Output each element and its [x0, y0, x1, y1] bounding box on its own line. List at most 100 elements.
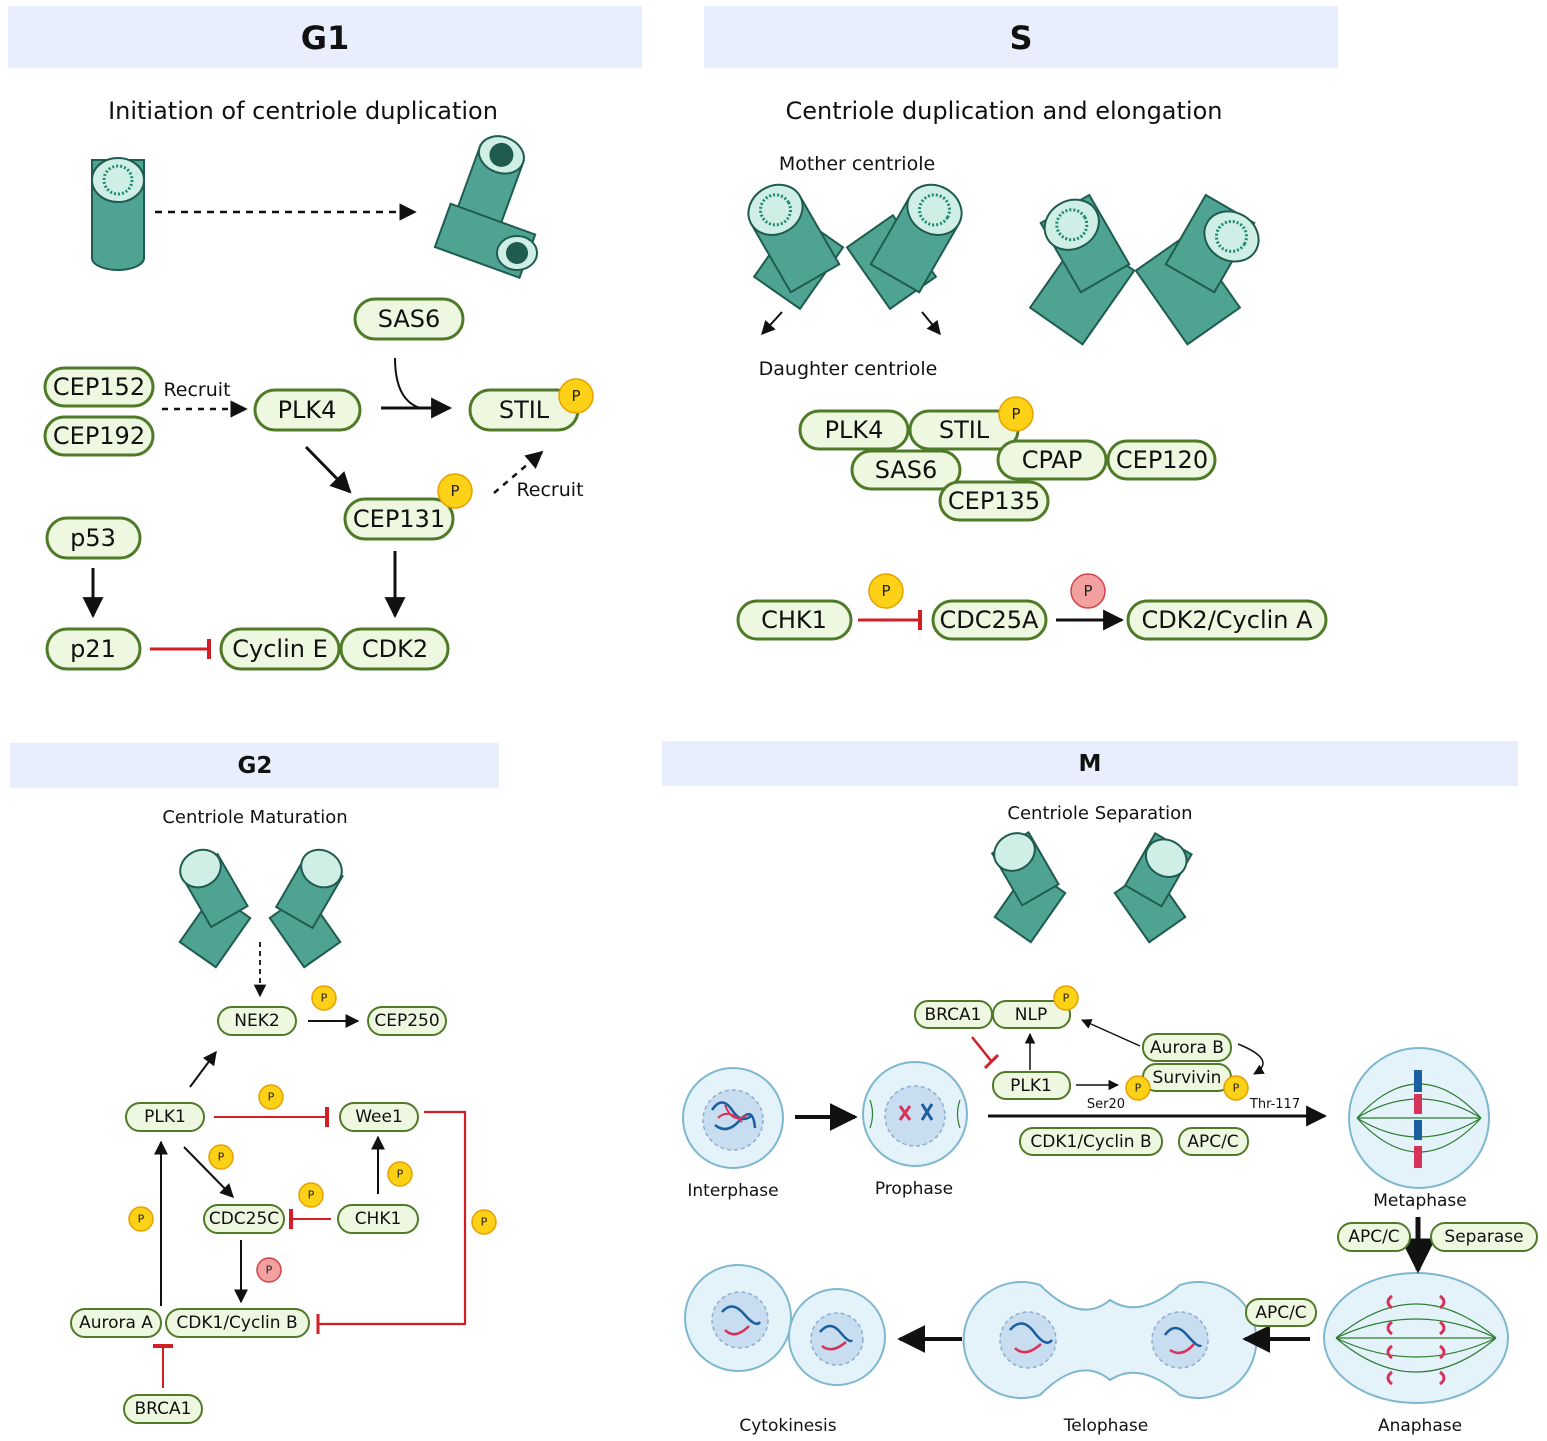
pill-m-apc-c-2-label: APC/C [1348, 1227, 1399, 1247]
pill-m-apc-c-2: APC/C [1337, 1222, 1411, 1252]
pill-s-chk1-label: CHK1 [761, 606, 827, 634]
pill-sas6: SAS6 [353, 297, 465, 341]
phospho-badge-cep131: P [437, 473, 473, 509]
phospho-badge-g2-wee1: P [258, 1084, 284, 1110]
pill-m-apc-c-1: APC/C [1178, 1127, 1249, 1156]
pill-m-cdk1-cyclin-b: CDK1/Cyclin B [1019, 1127, 1163, 1156]
recruit-label-1: Recruit [163, 379, 230, 401]
pill-g2-nek2: NEK2 [217, 1006, 297, 1036]
pill-p21-label: p21 [70, 635, 116, 663]
site-thr117: Thr-117 [1249, 1097, 1300, 1112]
plk1-cdc25c-arrow [183, 1146, 234, 1198]
pill-s-cep135-label: CEP135 [948, 487, 1040, 515]
pill-s-cep120-label: CEP120 [1116, 446, 1208, 474]
phospho-badge-g2-nek2-label: P [321, 992, 328, 1005]
pill-p21: p21 [45, 627, 142, 671]
pill-cdk2-label: CDK2 [362, 635, 428, 663]
pill-p53: p53 [45, 516, 142, 560]
phospho-badge-g2-wee1-cdk1-label: P [481, 1216, 488, 1229]
sas6-curve [394, 357, 421, 409]
pill-g2-aurora-a: Aurora A [70, 1308, 162, 1338]
panel-g2: G2 Centriole Maturation P P P P P P P P … [10, 743, 499, 1424]
phospho-badge-g2-cdk1: P [256, 1257, 282, 1283]
phospho-badge-chk1-label: P [881, 582, 890, 600]
aurora-b-nlp-arrow [1081, 1019, 1141, 1047]
plk4-cep131-arrow [304, 445, 352, 494]
pill-cep152: CEP152 [43, 366, 155, 408]
pill-g2-plk1: PLK1 [125, 1102, 205, 1132]
recruit-label-2: Recruit [516, 479, 583, 501]
cell-cytokinesis-icon [684, 1264, 886, 1386]
cell-telophase-icon [962, 1281, 1258, 1399]
pill-cep131-label: CEP131 [353, 505, 445, 533]
phospho-badge-g2-chk1-label: P [397, 1168, 404, 1181]
panel-g2-subtitle: Centriole Maturation [162, 807, 347, 828]
pill-cdk2: CDK2 [339, 627, 450, 671]
panel-m: M Centriole Separation [662, 741, 1538, 1436]
phospho-badge-m-ser20: P [1125, 1075, 1151, 1101]
pill-s-cdc25a-label: CDC25A [940, 606, 1040, 634]
phospho-badge-cdc25a: P [1070, 573, 1106, 609]
phospho-badge-stil-label: P [571, 387, 580, 405]
pill-cep131: CEP131 [343, 497, 455, 541]
panel-s: S Centriole duplication and elongation M… [704, 6, 1338, 641]
centriole-maturation-icon [178, 848, 344, 969]
pill-m-plk1-label: PLK1 [1010, 1076, 1052, 1096]
phospho-badge-g2-wee1-cdk1: P [471, 1209, 497, 1235]
pill-g2-cdc25c: CDC25C [203, 1204, 285, 1234]
pill-g2-cdk1-cyclin-b: CDK1/Cyclin B [165, 1308, 310, 1338]
pill-cep152-label: CEP152 [53, 373, 145, 401]
panel-s-title: S [1009, 19, 1032, 57]
mother-centriole-label: Mother centriole [779, 153, 935, 175]
cell-metaphase-icon [1348, 1047, 1490, 1189]
panel-s-banner [704, 6, 1338, 68]
pill-s-cpap-label: CPAP [1022, 446, 1083, 474]
phospho-badge-g2-cdc25c: P [208, 1144, 234, 1170]
pill-s-stil: STIL [908, 409, 1020, 451]
panel-m-subtitle: Centriole Separation [1007, 803, 1192, 824]
phospho-badge-g2-chk1-cdc25c: P [298, 1182, 324, 1208]
cell-interphase-icon [682, 1067, 784, 1169]
pill-g2-plk1-label: PLK1 [144, 1107, 186, 1127]
pill-plk4-label: PLK4 [278, 396, 337, 424]
phospho-badge-s-stil: P [998, 396, 1034, 432]
phase-label-telophase: Telophase [1063, 1416, 1148, 1436]
brca1-plk1-inhibit-line [971, 1036, 993, 1063]
pill-m-apc-c-1-label: APC/C [1187, 1132, 1238, 1152]
centriole-pair-right-icon [1028, 193, 1260, 346]
pill-stil: STIL [468, 388, 580, 432]
plk1-nek2-arrow [189, 1050, 217, 1088]
phase-label-interphase: Interphase [687, 1181, 778, 1201]
panel-g1: G1 Initiation of centriole duplication [8, 6, 642, 671]
pill-g2-wee1-label: Wee1 [355, 1107, 403, 1127]
phospho-badge-chk1: P [868, 573, 904, 609]
phospho-badge-m-nlp-label: P [1063, 992, 1070, 1005]
pill-g2-cep250: CEP250 [367, 1006, 447, 1036]
pill-m-cdk1-cyclin-b-label: CDK1/Cyclin B [1030, 1132, 1151, 1152]
phospho-badge-cdc25a-label: P [1083, 582, 1092, 600]
phospho-badge-g2-chk1-cdc25c-label: P [308, 1189, 315, 1202]
pill-m-aurora-b-label: Aurora B [1150, 1038, 1224, 1058]
centriole-pair-left-icon [747, 183, 963, 336]
pill-cep192: CEP192 [43, 415, 155, 457]
phase-label-anaphase: Anaphase [1378, 1416, 1462, 1436]
pill-plk4: PLK4 [253, 388, 362, 432]
phospho-badge-g2-aurora-label: P [138, 1213, 145, 1226]
pill-g2-wee1: Wee1 [339, 1102, 419, 1132]
pill-s-plk4-label: PLK4 [825, 416, 884, 444]
pill-s-sas6-label: SAS6 [875, 456, 938, 484]
pill-s-cdk2-cyclin-a: CDK2/Cyclin A [1126, 599, 1328, 641]
panel-g1-subtitle: Initiation of centriole duplication [108, 97, 498, 125]
pill-s-stil-label: STIL [939, 416, 990, 444]
phospho-badge-m-thr117-label: P [1233, 1082, 1240, 1095]
phospho-badge-m-nlp: P [1053, 985, 1079, 1011]
panel-g2-title: G2 [238, 753, 273, 779]
pill-s-plk4: PLK4 [798, 409, 910, 451]
panel-m-title: M [1079, 751, 1102, 777]
site-ser20: Ser20 [1087, 1097, 1125, 1112]
phospho-badge-g2-nek2: P [311, 985, 337, 1011]
pill-s-cep135: CEP135 [938, 480, 1050, 522]
phospho-badge-m-ser20-label: P [1135, 1082, 1142, 1095]
aurora-b-survivin-arrow [1237, 1043, 1265, 1075]
